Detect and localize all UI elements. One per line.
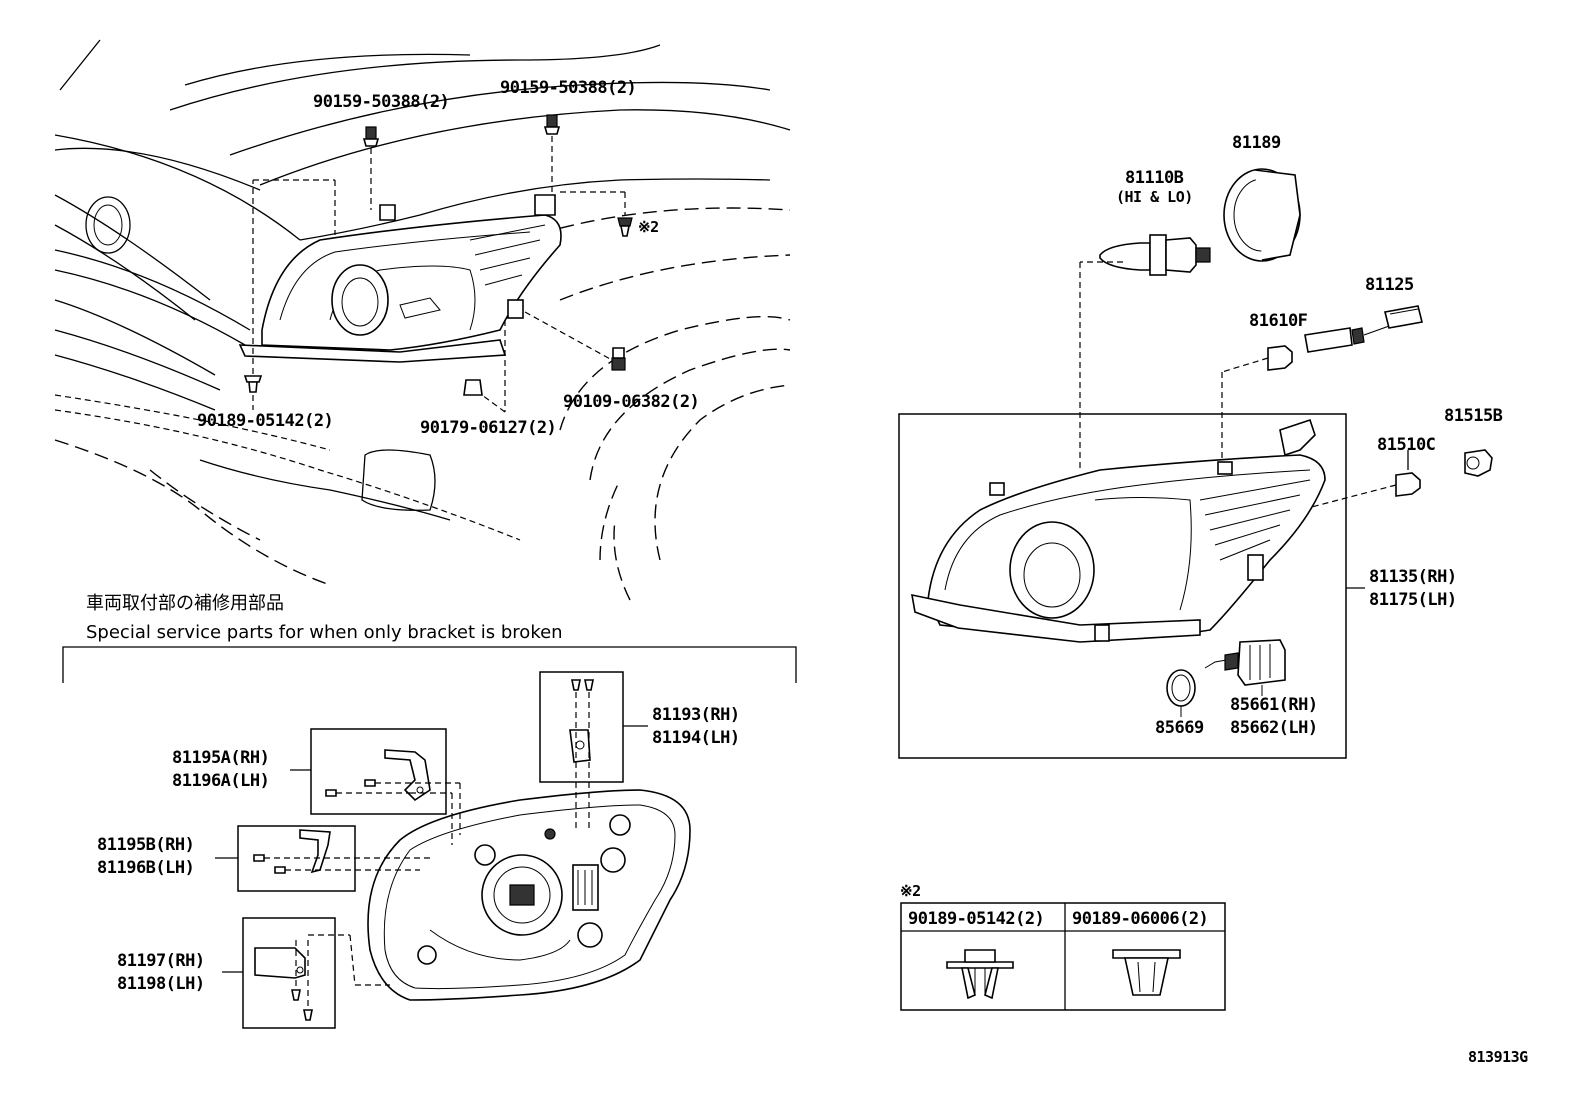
- label-screw: 90109-06382(2): [563, 392, 699, 412]
- clip-icon-lower: [243, 179, 335, 393]
- label-headlamp-lh: 81175(LH): [1369, 590, 1457, 610]
- diagram-code: 813913G: [1468, 1048, 1528, 1066]
- label-bolt-left: 90159-50388(2): [313, 92, 449, 112]
- oring-icon: [1166, 669, 1196, 717]
- clip-table: ※2 90189-05142(2) 90189-06006(2): [900, 882, 1226, 1011]
- label-bracket-a-lh: 81196A(LH): [172, 771, 269, 791]
- vehicle-front-outline: [54, 39, 791, 601]
- small-bulb-icon: [1221, 345, 1293, 470]
- label-bracket-top-rh: 81193(RH): [652, 705, 740, 725]
- clip-table-ref: ※2: [900, 882, 921, 900]
- clip-06006-icon: [1112, 949, 1181, 996]
- label-bracket-a-rh: 81195A(RH): [172, 748, 269, 768]
- bracket-box-top: [539, 671, 624, 830]
- bracket-box-bottom: [242, 917, 390, 1029]
- lamp-socket-icon: [1304, 305, 1423, 353]
- label-bracket-bot-rh: 81197(RH): [117, 951, 205, 971]
- label-bulb-small: 81610F: [1249, 311, 1308, 331]
- clip-icon: [617, 217, 633, 237]
- label-socket: 81189: [1232, 133, 1281, 153]
- screw-icon: [524, 311, 626, 371]
- label-bracket-bot-lh: 81198(LH): [117, 974, 205, 994]
- label-clip-left: 90189-05142(2): [197, 411, 333, 431]
- label-bracket-b-rh: 81195B(RH): [97, 835, 194, 855]
- bolt-icon-left: [362, 126, 380, 210]
- label-lamp-socket: 81125: [1365, 275, 1414, 295]
- headlamp-assembly-box: [898, 413, 1347, 759]
- service-bracket-line: [62, 646, 797, 683]
- label-clip-ref: ※2: [638, 218, 659, 236]
- clip-table-col1: 90189-05142(2): [908, 909, 1044, 929]
- headlamp-rear-view: [367, 789, 691, 1001]
- label-oring: 85669: [1155, 718, 1204, 738]
- label-bracket-top-lh: 81194(LH): [652, 728, 740, 748]
- label-bracket-b-lh: 81196B(LH): [97, 858, 194, 878]
- leader-lines-left: [252, 180, 626, 410]
- bracket-box-a: [310, 728, 461, 845]
- clip-05142-icon: [946, 949, 1014, 1000]
- clip-table-col2: 90189-06006(2): [1072, 909, 1208, 929]
- label-actuator-rh: 85661(RH): [1230, 695, 1318, 715]
- headlamp-assembly: [911, 418, 1326, 643]
- service-note-en: Special service parts for when only brac…: [86, 622, 563, 643]
- side-socket-icon: [1464, 449, 1493, 477]
- label-bulb: 81110B: [1125, 168, 1184, 188]
- label-headlamp-rh: 81135(RH): [1369, 567, 1457, 587]
- socket-ring-icon: [1223, 168, 1301, 262]
- leveling-actuator-icon: [1204, 639, 1286, 696]
- nut-icon: [463, 320, 506, 413]
- service-note-jp: 車両取付部の補修用部品: [86, 593, 284, 614]
- label-nut: 90179-06127(2): [420, 418, 556, 438]
- side-bulb-icon: [1299, 472, 1421, 511]
- label-bolt-right: 90159-50388(2): [500, 78, 636, 98]
- bolt-icon-right: [543, 114, 561, 196]
- label-socket-side: 81515B: [1444, 406, 1503, 426]
- label-bulb-note: (HI & LO): [1116, 188, 1193, 206]
- label-actuator-lh: 85662(LH): [1230, 718, 1318, 738]
- label-bulb-side: 81510C: [1377, 435, 1435, 455]
- bulb-icon: [1079, 234, 1211, 470]
- headlamp-installed: [238, 194, 562, 363]
